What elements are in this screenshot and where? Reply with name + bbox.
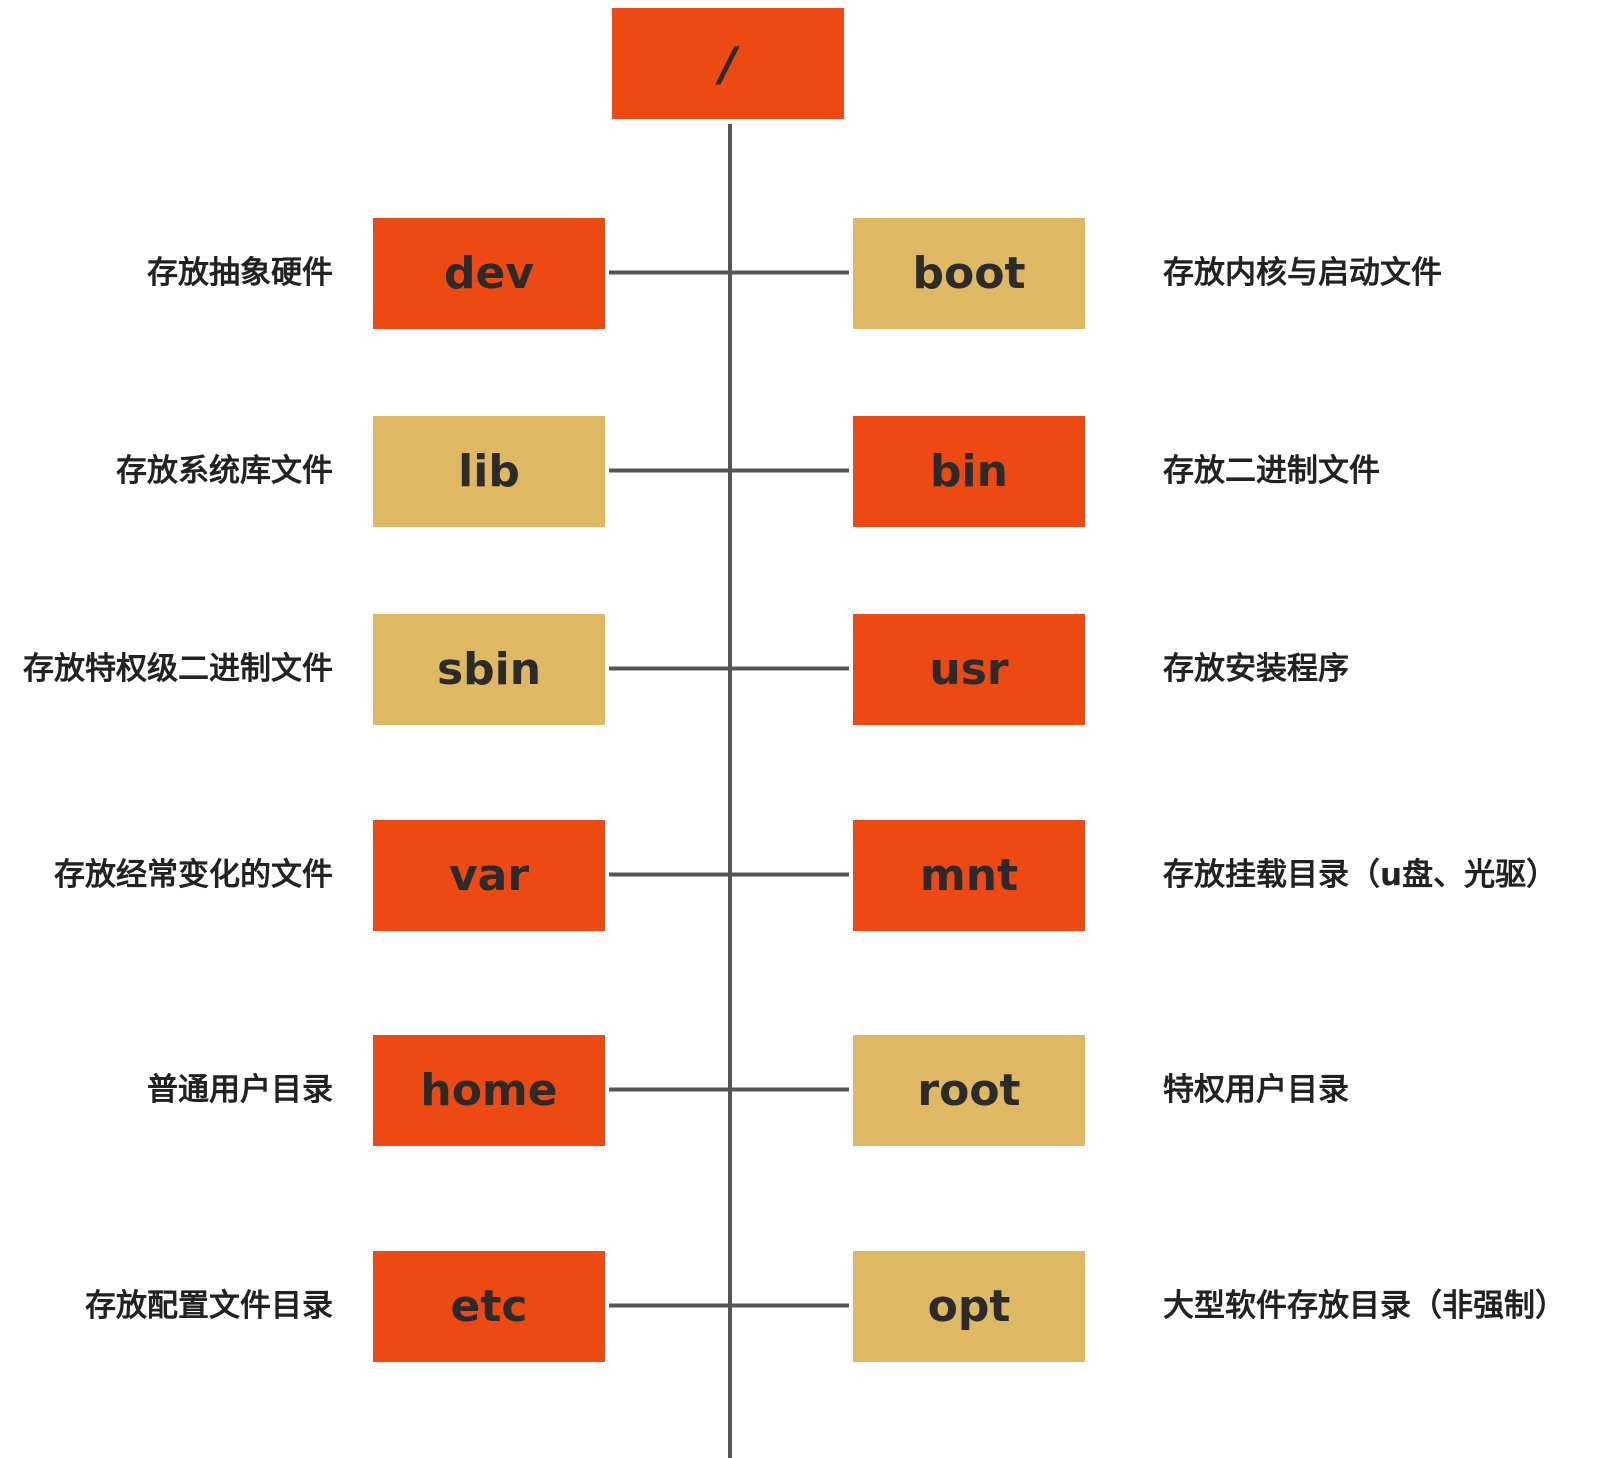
directory-label: etc <box>450 1281 528 1332</box>
directory-description: 特权用户目录 <box>1163 1071 1349 1108</box>
root-directory-label: / <box>719 36 737 91</box>
directory-label: mnt <box>919 850 1019 901</box>
directory-box-root: root <box>853 1035 1085 1146</box>
directory-description: 存放抽象硬件 <box>147 254 333 291</box>
directory-description: 存放系统库文件 <box>116 452 333 489</box>
directory-description: 存放挂载目录（u盘、光驱） <box>1163 856 1558 893</box>
directory-label: lib <box>458 446 520 497</box>
directory-box-var: var <box>373 820 605 931</box>
directory-description: 存放安装程序 <box>1163 650 1349 687</box>
directory-description: 大型软件存放目录（非强制） <box>1163 1287 1566 1324</box>
directory-label: dev <box>443 248 535 299</box>
directory-box-home: home <box>373 1035 605 1146</box>
directory-box-opt: opt <box>853 1251 1085 1362</box>
directory-description: 普通用户目录 <box>147 1071 333 1108</box>
directory-description: 存放配置文件目录 <box>85 1287 333 1324</box>
directory-description: 存放内核与启动文件 <box>1163 254 1442 291</box>
root-directory-box: / <box>612 8 844 119</box>
directory-box-sbin: sbin <box>373 614 605 725</box>
directory-label: sbin <box>436 644 542 695</box>
directory-box-boot: boot <box>853 218 1085 329</box>
directory-description: 存放二进制文件 <box>1163 452 1380 489</box>
directory-label: boot <box>912 248 1026 299</box>
directory-box-mnt: mnt <box>853 820 1085 931</box>
directory-label: opt <box>927 1281 1011 1332</box>
directory-box-lib: lib <box>373 416 605 527</box>
directory-description: 存放经常变化的文件 <box>54 856 333 893</box>
directory-box-dev: dev <box>373 218 605 329</box>
directory-label: bin <box>930 446 1008 497</box>
directory-description: 存放特权级二进制文件 <box>23 650 333 687</box>
directory-label: var <box>448 850 530 901</box>
directory-label: root <box>917 1065 1021 1116</box>
directory-box-etc: etc <box>373 1251 605 1362</box>
directory-label: home <box>420 1065 558 1116</box>
directory-label: usr <box>929 644 1009 695</box>
directory-box-usr: usr <box>853 614 1085 725</box>
directory-box-bin: bin <box>853 416 1085 527</box>
